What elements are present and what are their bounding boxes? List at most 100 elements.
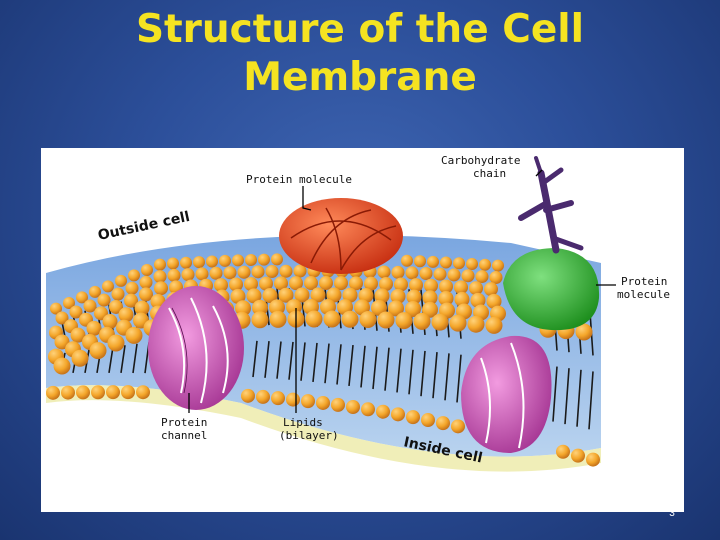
lipid-head (319, 276, 333, 291)
lipid-head (167, 268, 181, 282)
label-lipids-line1: Lipids (283, 416, 323, 429)
lipid-head (54, 334, 70, 350)
lipid-head (193, 256, 205, 269)
lipid-head (349, 276, 363, 291)
lipid-head (575, 323, 593, 341)
lipid-head (461, 269, 475, 283)
lipid-head (556, 444, 570, 459)
lipid-head (431, 313, 449, 331)
lipid-head (454, 280, 468, 295)
lipid-head (89, 342, 107, 360)
lipid-head (293, 264, 307, 278)
lipid-head (358, 288, 374, 304)
lipid-head (467, 315, 485, 333)
lipid-head (83, 299, 97, 313)
label-protein-molecule-right-line1: Protein (621, 275, 667, 288)
lipid-head (304, 276, 318, 291)
lipid-head (153, 270, 167, 284)
lipid-head (377, 311, 395, 329)
lipid-head (274, 276, 288, 291)
lipid-head (219, 254, 231, 267)
lipid-head (374, 288, 390, 304)
lipid-head (406, 410, 420, 425)
label-carbohydrate-line2: chain (473, 167, 506, 180)
lipid-head (401, 254, 413, 267)
lipid-head (141, 263, 153, 276)
lipid-head (305, 310, 323, 328)
lipid-head (438, 290, 454, 306)
lipid-head (91, 385, 105, 400)
lipid-head (269, 310, 287, 328)
lipid-head (121, 385, 135, 400)
lipid-head (102, 314, 118, 330)
label-protein-channel-line1: Protein (161, 416, 207, 429)
lipid-head (232, 254, 244, 267)
lipid-head (470, 292, 486, 308)
lipid-head (301, 394, 315, 409)
lipid-head (118, 307, 134, 323)
lipid-head (69, 305, 83, 319)
lipid-head (469, 281, 483, 296)
lipid-head (46, 385, 60, 400)
lipid-head (111, 287, 125, 301)
lipid-head (331, 397, 345, 412)
lipid-head (124, 293, 138, 308)
lipid-head (390, 288, 406, 304)
lipid-head (139, 275, 153, 289)
lipid-head (451, 419, 465, 434)
lipid-head (223, 266, 237, 280)
lipid-head (391, 407, 405, 422)
carbohydrate-chain (518, 156, 584, 254)
lipid-head (244, 277, 258, 292)
lipid-head (136, 385, 150, 400)
lipid-head (106, 385, 120, 400)
lipid-head (475, 270, 489, 284)
label-outside-cell: Outside cell (97, 209, 192, 244)
lipid-head (489, 270, 503, 284)
lipid-head (245, 254, 257, 267)
lipid-head (265, 264, 279, 278)
lipid-head (230, 288, 246, 304)
lipid-head (421, 413, 435, 428)
lipid-head (237, 265, 251, 279)
lipid-head (453, 257, 465, 270)
lipid-head (70, 327, 86, 343)
lipid-head (251, 265, 265, 279)
lipid-head (125, 326, 143, 344)
lipid-head (377, 265, 391, 279)
lipid-head (466, 257, 478, 270)
lipid-head (289, 276, 303, 291)
protein-molecule-top (279, 198, 403, 274)
lipid-head (259, 276, 273, 291)
lipid-head (379, 277, 393, 292)
lipid-head (361, 402, 375, 417)
label-leader-lines (188, 169, 616, 413)
lipid-head (61, 385, 75, 400)
title-line-2: Membrane (243, 55, 477, 100)
lipid-head (76, 385, 90, 400)
lipid-head (134, 300, 150, 316)
lipid-head (586, 452, 600, 467)
lipid-head (388, 300, 404, 317)
lipid-head (326, 287, 342, 303)
lipid-head (262, 288, 278, 304)
lipid-head (252, 299, 268, 316)
lipid-head (485, 316, 503, 334)
lipid-head (71, 349, 89, 367)
lipid-head (89, 285, 101, 298)
protein-channel-right (461, 335, 552, 453)
lipid-head (286, 392, 300, 407)
lipid-head (454, 291, 470, 307)
membrane-illustration: Protein molecule Carbohydrate chain Prot… (46, 154, 670, 472)
lipid-head (422, 290, 438, 306)
cell-membrane-diagram: Protein molecule Carbohydrate chain Prot… (41, 148, 684, 512)
lipid-head (241, 388, 255, 403)
lipid-head (405, 300, 421, 317)
lipid-head (371, 299, 387, 316)
lipid-head (154, 281, 168, 296)
protein-channel-left (148, 286, 244, 410)
lipid-head (50, 302, 62, 315)
lipid-head (55, 311, 69, 325)
lipid-head (346, 399, 360, 414)
lipid-head (413, 312, 431, 330)
